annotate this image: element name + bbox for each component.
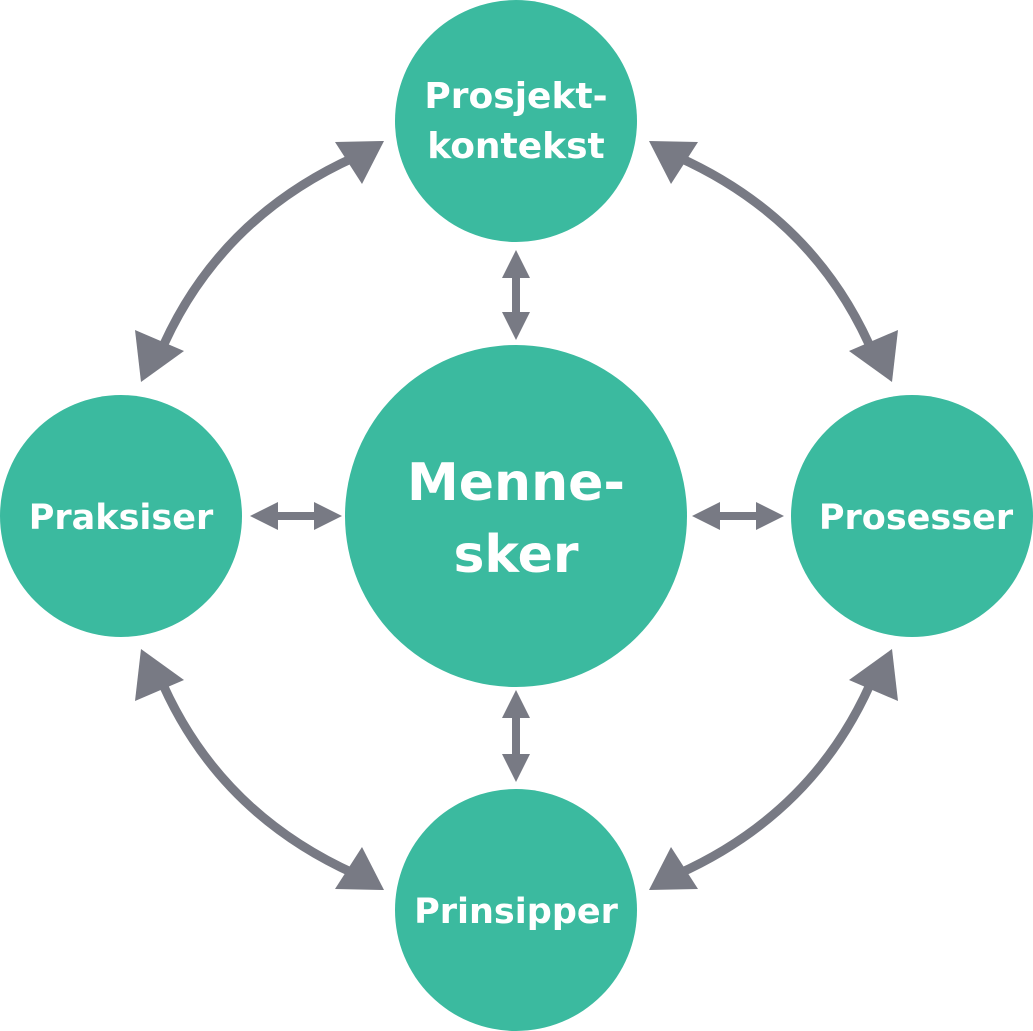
arrowhead-center-right-right (756, 502, 784, 530)
node-right-circle (791, 395, 1033, 637)
outer-connectors (135, 141, 898, 890)
node-bottom: Prinsipper (395, 789, 637, 1031)
arc-bottom-right (676, 671, 880, 879)
node-top-label-line2: kontekst (427, 126, 605, 167)
arrowhead-center-right-left (692, 502, 720, 530)
arrowhead-bottom-right-bottom (649, 847, 698, 890)
arrowhead-center-bottom-down (502, 754, 530, 782)
arc-top-left (153, 152, 357, 360)
arc-bottom-left (153, 671, 357, 879)
node-center-circle (345, 345, 687, 687)
node-top-circle (395, 0, 637, 242)
arrowhead-center-bottom-up (502, 690, 530, 718)
arrowhead-bottom-left-bottom (335, 847, 384, 890)
arrowhead-center-top-down (502, 312, 530, 340)
arrowhead-bottom-right-right (849, 649, 898, 701)
arrowhead-center-top-up (502, 250, 530, 278)
inner-connectors (250, 250, 784, 782)
node-right: Prosesser (791, 395, 1033, 637)
node-center-label-line1: Menne- (407, 453, 625, 513)
arrowhead-center-left-left (250, 502, 278, 530)
arrowhead-top-right-top (649, 141, 698, 184)
arrowhead-center-left-right (314, 502, 342, 530)
node-left-circle (0, 395, 242, 637)
node-center-label-line2: sker (453, 525, 578, 585)
node-right-label: Prosesser (819, 498, 1014, 538)
arrowhead-bottom-left-left (135, 649, 184, 701)
node-top-label-line1: Prosjekt- (424, 76, 607, 117)
arrowhead-top-left-left (135, 330, 184, 382)
node-left: Praksiser (0, 395, 242, 637)
node-bottom-circle (395, 789, 637, 1031)
arc-top-right (676, 152, 880, 360)
node-top: Prosjekt- kontekst (395, 0, 637, 242)
arrowhead-top-left-top (335, 141, 384, 184)
node-center: Menne- sker (345, 345, 687, 687)
arrowhead-top-right-right (849, 330, 898, 382)
node-bottom-label: Prinsipper (414, 892, 619, 932)
node-left-label: Praksiser (29, 498, 214, 538)
